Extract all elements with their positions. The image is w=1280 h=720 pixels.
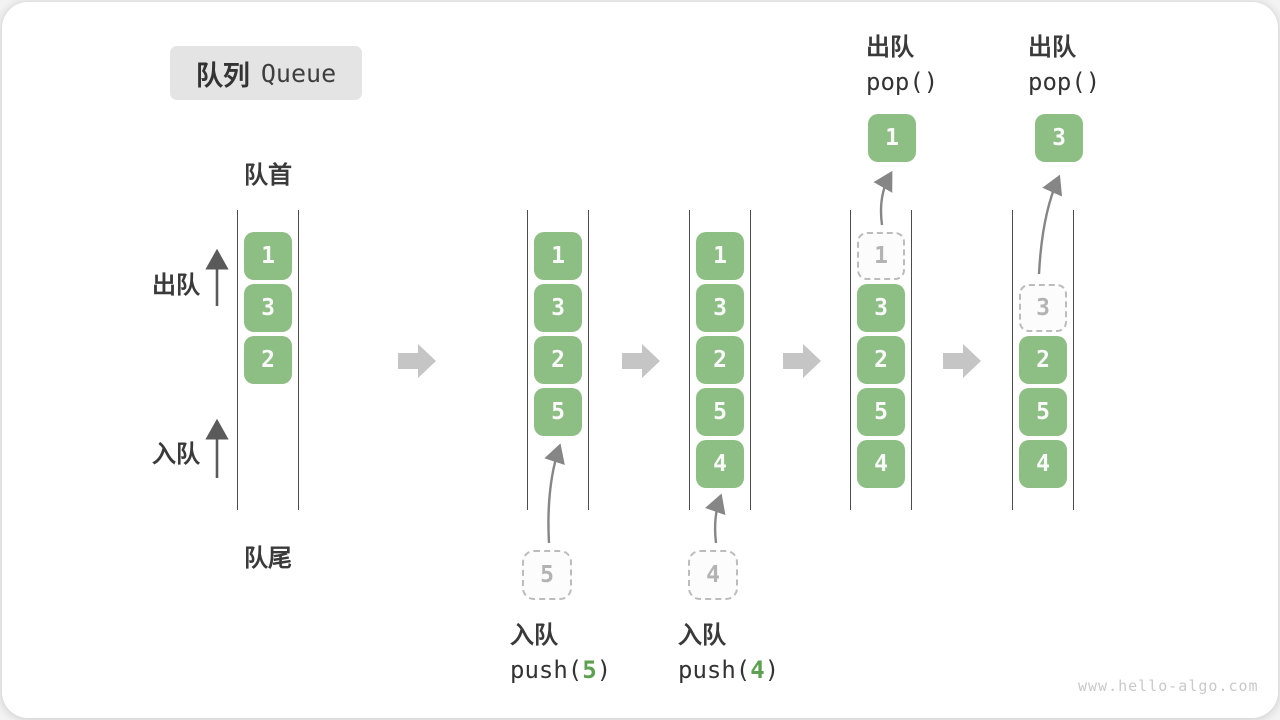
code-pre: push( [678, 656, 751, 684]
queue-cell: 3 [857, 284, 905, 332]
next-state-arrow-icon [622, 344, 660, 378]
queue-front-label: 队首 [244, 162, 292, 189]
code-pre: pop() [866, 68, 939, 96]
queue-cell: 1 [244, 232, 292, 280]
title-zh: 队列 [195, 60, 250, 91]
queue-state-2: 1 3 2 5 [527, 210, 589, 510]
popped-value-box: 1 [868, 114, 916, 162]
queue-cell: 2 [534, 336, 582, 384]
enqueue-side-label: 入队 [152, 441, 200, 468]
op-action-label: 入队 [678, 622, 726, 649]
op-action-label: 入队 [510, 622, 558, 649]
enqueue-5-operation: 入队 push(5) [510, 618, 611, 688]
queue-cell: 1 [534, 232, 582, 280]
queue-cell-removed: 1 [857, 232, 905, 280]
title-badge: 队列 Queue [170, 46, 362, 100]
staged-value-box: 4 [688, 550, 738, 600]
op-action-label: 出队 [1028, 34, 1076, 61]
next-state-arrow-icon [783, 344, 821, 378]
queue-cell-removed: 3 [1019, 284, 1067, 332]
queue-cell: 3 [244, 284, 292, 332]
queue-cell: 4 [696, 440, 744, 488]
queue-state-1: 1 3 2 [237, 210, 299, 510]
queue-state-4: 1 3 2 5 4 [850, 210, 912, 510]
op-code-label: pop() [866, 65, 938, 100]
enqueue-4-operation: 入队 push(4) [678, 618, 779, 688]
queue-cell: 3 [696, 284, 744, 332]
title-en: Queue [260, 58, 337, 88]
popped-value-box: 3 [1035, 114, 1083, 162]
queue-cell: 1 [696, 232, 744, 280]
code-pre: pop() [1028, 68, 1101, 96]
queue-cell: 2 [1019, 336, 1067, 384]
queue-cell: 3 [534, 284, 582, 332]
queue-state-5: 3 2 5 4 [1012, 210, 1074, 510]
queue-cell: 2 [244, 336, 292, 384]
next-state-arrow-icon [943, 344, 981, 378]
queue-cell: 5 [857, 388, 905, 436]
queue-cell: 5 [534, 388, 582, 436]
op-code-label: push(4) [678, 653, 779, 688]
queue-cell: 5 [1019, 388, 1067, 436]
queue-cell: 2 [857, 336, 905, 384]
queue-cell: 5 [696, 388, 744, 436]
dequeue-3-operation: 出队 pop() [1028, 30, 1100, 100]
code-pre: push( [510, 656, 583, 684]
code-post: ) [596, 656, 612, 684]
dequeue-side-label: 出队 [152, 272, 200, 299]
queue-cell: 4 [1019, 440, 1067, 488]
code-arg: 4 [750, 656, 765, 684]
op-code-label: push(5) [510, 653, 611, 688]
watermark: www.hello-algo.com [1078, 677, 1259, 695]
queue-state-3: 1 3 2 5 4 [689, 210, 751, 510]
code-post: ) [764, 656, 780, 684]
code-arg: 5 [582, 656, 597, 684]
queue-cell: 4 [857, 440, 905, 488]
op-code-label: pop() [1028, 65, 1100, 100]
queue-rear-label: 队尾 [244, 545, 292, 572]
staged-value-box: 5 [522, 550, 572, 600]
next-state-arrow-icon [398, 344, 436, 378]
op-action-label: 出队 [866, 34, 914, 61]
queue-cell: 2 [696, 336, 744, 384]
dequeue-1-operation: 出队 pop() [866, 30, 938, 100]
